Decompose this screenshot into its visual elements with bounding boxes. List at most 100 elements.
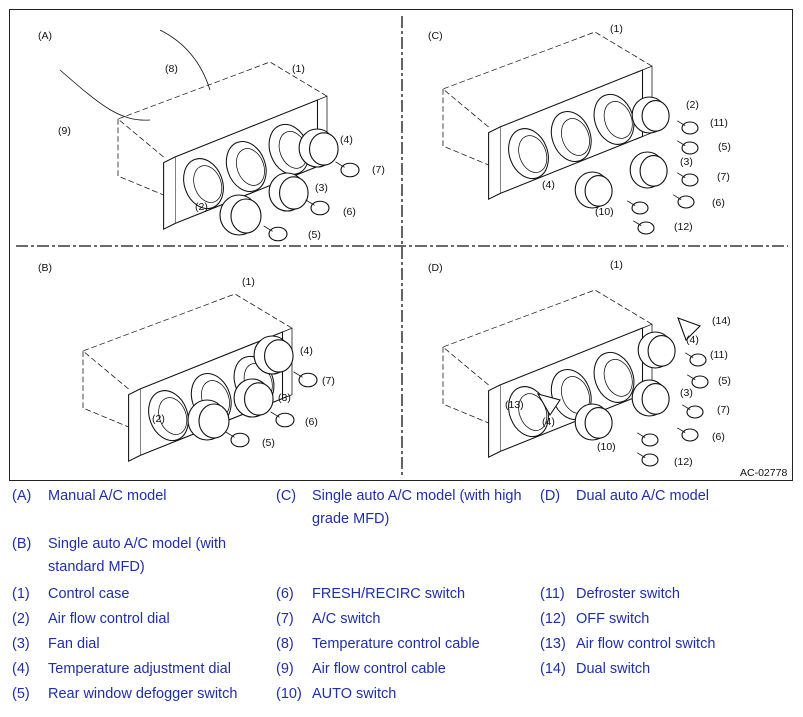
callout-d-10: (10) [597, 441, 616, 453]
auto-switch-d [636, 432, 659, 447]
air-flow-switch-d [536, 393, 561, 417]
legend-key: (10) [276, 686, 302, 702]
callout-b-7: (7) [322, 375, 335, 387]
fresh-recirc-switch-d [676, 427, 699, 442]
legend-text: Rear window defogger switch [48, 686, 238, 702]
temp-dial-d [637, 331, 676, 369]
legend-key: (12) [540, 611, 566, 627]
defogger-switch-c [676, 140, 699, 155]
fan-dial-a [268, 172, 309, 212]
exploded-diagram: (A)(1)(2)(3)(4)(5)(6)(7)(8)(9)(B)(1)(2)(… [9, 9, 793, 481]
legend-text: Dual auto A/C model [576, 488, 709, 504]
legend-text: Fan dial [48, 636, 100, 652]
legend-key: (6) [276, 586, 294, 602]
defogger-switch-d [686, 374, 709, 389]
air-flow-dial-c [574, 171, 613, 209]
callout-a-9: (9) [58, 125, 71, 137]
legend-text: Temperature adjustment dial [48, 661, 231, 677]
figure-code: AC-02778 [740, 467, 787, 479]
legend-text: Dual switch [576, 661, 651, 677]
callout-d-13: (13) [505, 399, 524, 411]
callout-a-6: (6) [343, 206, 356, 218]
legend-text: A/C switch [312, 611, 381, 627]
legend-key: (9) [276, 661, 294, 677]
legend-text: Air flow control dial [48, 611, 170, 627]
callout-d-11: (11) [710, 349, 728, 361]
legend-key: (C) [276, 488, 297, 504]
callout-d-5: (5) [718, 375, 731, 387]
legend-text: Manual A/C model [48, 488, 167, 504]
legend-key: (1) [12, 586, 30, 602]
callout-c-2: (2) [686, 99, 699, 111]
control-case-d [442, 289, 653, 459]
callout-d-6: (6) [712, 431, 725, 443]
legend-text: Air flow control cable [312, 661, 446, 677]
callout-c-10: (10) [595, 206, 614, 218]
callout-d-1: (1) [610, 259, 623, 271]
callout-d-14: (14) [712, 315, 731, 327]
diagram-canvas: (A)(1)(2)(3)(4)(5)(6)(7)(8)(9)(B)(1)(2)(… [16, 16, 788, 479]
legend-key: (13) [540, 636, 566, 652]
off-switch-d [636, 452, 659, 467]
callout-c-3: (3) [680, 156, 693, 168]
defroster-switch-d [684, 352, 707, 367]
legend-key: (3) [12, 636, 30, 652]
callout-b-5: (5) [262, 437, 275, 449]
fan-dial-c [629, 151, 668, 189]
callout-c-4: (4) [542, 179, 555, 191]
air-flow-dial-b [187, 399, 230, 441]
callout-c-1: (1) [610, 23, 623, 35]
control-case-c [442, 31, 653, 201]
legend-key: (8) [276, 636, 294, 652]
callout-a-7: (7) [372, 164, 385, 176]
callout-c-5: (5) [718, 141, 731, 153]
legend-text: Control case [48, 586, 130, 602]
cable-a [59, 29, 211, 121]
callout-a-1: (1) [292, 63, 305, 75]
panel-tag-a: (A) [38, 30, 52, 42]
callout-a-3: (3) [315, 182, 328, 194]
defogger-switch-a [263, 225, 288, 242]
fresh-recirc-switch-c [672, 194, 695, 209]
legend-key: (7) [276, 611, 294, 627]
callout-c-11: (11) [710, 117, 728, 129]
legend-text: FRESH/RECIRC switch [312, 586, 466, 602]
ac-switch-c [676, 172, 699, 187]
off-switch-c [632, 220, 655, 235]
callout-d-4: (4) [686, 334, 699, 346]
callout-b-1: (1) [242, 276, 255, 288]
legend-key: (A) [12, 488, 32, 504]
legend-key: (5) [12, 686, 30, 702]
callout-b-3: (3) [278, 392, 291, 404]
defogger-switch-b [225, 431, 250, 448]
fresh-recirc-switch-a [305, 199, 330, 216]
temp-dial-a [298, 128, 339, 168]
callout-b-4: (4) [300, 345, 313, 357]
callout-a-5: (5) [308, 229, 321, 241]
ac-switch-a [335, 161, 360, 178]
legend-text: Single auto A/C model (with standard MFD… [48, 536, 227, 575]
callout-a-8: (8) [165, 63, 178, 75]
legend-key: (11) [540, 586, 565, 602]
air-flow-dial-a [219, 194, 262, 236]
callout-d-7: (7) [717, 404, 730, 416]
legend-text: Air flow control switch [576, 636, 716, 652]
callout-c-12: (12) [674, 221, 693, 233]
legend-text: OFF switch [576, 611, 650, 627]
callout-b-2: (2) [152, 413, 165, 425]
auto-switch-c [626, 200, 649, 215]
legend-key: (D) [540, 488, 561, 504]
callout-c-7: (7) [717, 171, 730, 183]
defroster-switch-c [676, 120, 699, 135]
control-case-a [117, 61, 328, 231]
panel-tag-d: (D) [428, 262, 443, 274]
legend-key: (2) [12, 611, 30, 627]
fan-dial-b [233, 378, 274, 418]
callout-b-6: (6) [305, 416, 318, 428]
legend-key: (B) [12, 536, 32, 552]
legend-key: (4) [12, 661, 30, 677]
callout-a-4: (4) [340, 134, 353, 146]
dual-switch-d [677, 317, 701, 341]
legend-text: Temperature control cable [312, 636, 480, 652]
callout-c-6: (6) [712, 197, 725, 209]
